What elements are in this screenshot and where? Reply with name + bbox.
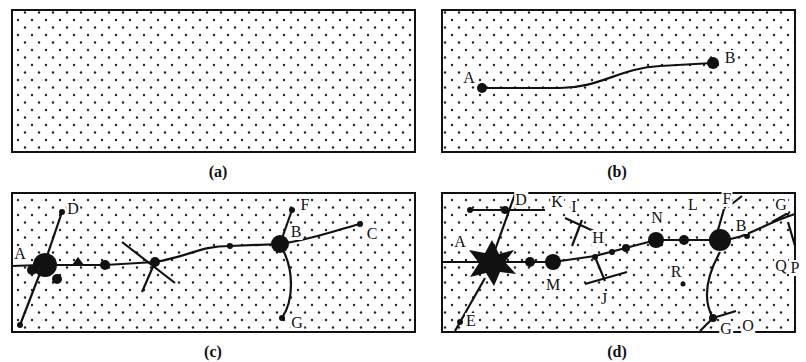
town-dot — [457, 319, 463, 325]
town-dot — [679, 235, 689, 245]
place-label: F — [300, 197, 311, 213]
panel-caption: (a) — [208, 164, 229, 180]
panel-b-towns — [477, 57, 719, 93]
town-dot — [227, 243, 233, 249]
town-dot — [622, 244, 630, 252]
place-label: G — [719, 321, 733, 337]
town-dot — [709, 229, 731, 251]
place-label: G — [290, 315, 304, 331]
town-dot — [501, 206, 509, 214]
road — [595, 257, 605, 281]
panel-caption: (c) — [203, 344, 223, 360]
place-label: J — [600, 291, 608, 307]
town-dot — [279, 315, 285, 321]
city-blob — [33, 253, 57, 277]
place-label: F — [722, 191, 733, 207]
panel-frames — [12, 10, 795, 332]
town-dot — [357, 221, 363, 227]
road — [772, 212, 790, 222]
place-label: I — [570, 199, 577, 215]
town-dot — [289, 207, 295, 213]
road — [495, 194, 515, 250]
road — [20, 268, 42, 325]
road — [12, 224, 360, 266]
town-dot — [467, 207, 473, 213]
road — [788, 222, 795, 246]
town-dot — [709, 314, 717, 322]
panel-c-frame — [12, 193, 415, 332]
town-dot — [609, 249, 615, 255]
town-dot — [681, 282, 686, 287]
road — [585, 272, 627, 284]
town-dot — [477, 83, 487, 93]
panel-b-frame — [442, 10, 795, 152]
town-dot — [100, 260, 110, 270]
panel-caption: (d) — [606, 344, 628, 360]
panel-c-roads — [12, 210, 360, 325]
town-dot — [525, 257, 535, 267]
place-label: O — [741, 318, 755, 334]
city-blob — [52, 274, 62, 284]
place-label: N — [650, 210, 664, 226]
panel-d-towns — [457, 206, 750, 325]
road — [455, 278, 485, 331]
town-mark — [72, 257, 84, 265]
place-label: G — [774, 197, 788, 213]
place-label: E — [465, 313, 477, 329]
town-dot — [271, 235, 289, 253]
place-label: B — [735, 218, 748, 234]
place-label: K — [550, 194, 564, 210]
road — [707, 252, 720, 318]
panel-caption: (b) — [606, 164, 628, 180]
place-label: B — [290, 224, 303, 240]
city-blob — [27, 265, 37, 275]
town-dot — [707, 57, 719, 69]
place-label: M — [545, 277, 561, 293]
town-dot — [59, 209, 65, 215]
town-dot — [648, 232, 664, 248]
town-dot — [545, 254, 561, 270]
road — [482, 63, 713, 88]
place-label: A — [453, 234, 467, 250]
place-label: P — [790, 260, 801, 276]
panel-d-frame — [442, 193, 795, 332]
place-label: Q — [774, 258, 788, 274]
place-label: D — [514, 192, 528, 208]
place-label: A — [462, 70, 476, 86]
place-label: D — [66, 201, 80, 217]
road — [572, 220, 582, 246]
town-dot — [150, 257, 160, 267]
road — [282, 248, 291, 318]
road — [718, 209, 724, 230]
place-label: L — [687, 197, 699, 213]
panel-c-towns — [17, 207, 363, 328]
panel-b-road — [482, 63, 713, 88]
city-blob — [469, 240, 516, 286]
town-dot — [17, 322, 23, 328]
place-label: B — [724, 50, 737, 66]
panel-a-frame — [12, 10, 415, 152]
place-label: C — [366, 226, 379, 242]
place-label: A — [13, 246, 27, 262]
place-label: H — [591, 230, 605, 246]
place-label: R — [670, 264, 683, 280]
panel-d-roads — [442, 194, 795, 331]
town-dot — [592, 254, 598, 260]
